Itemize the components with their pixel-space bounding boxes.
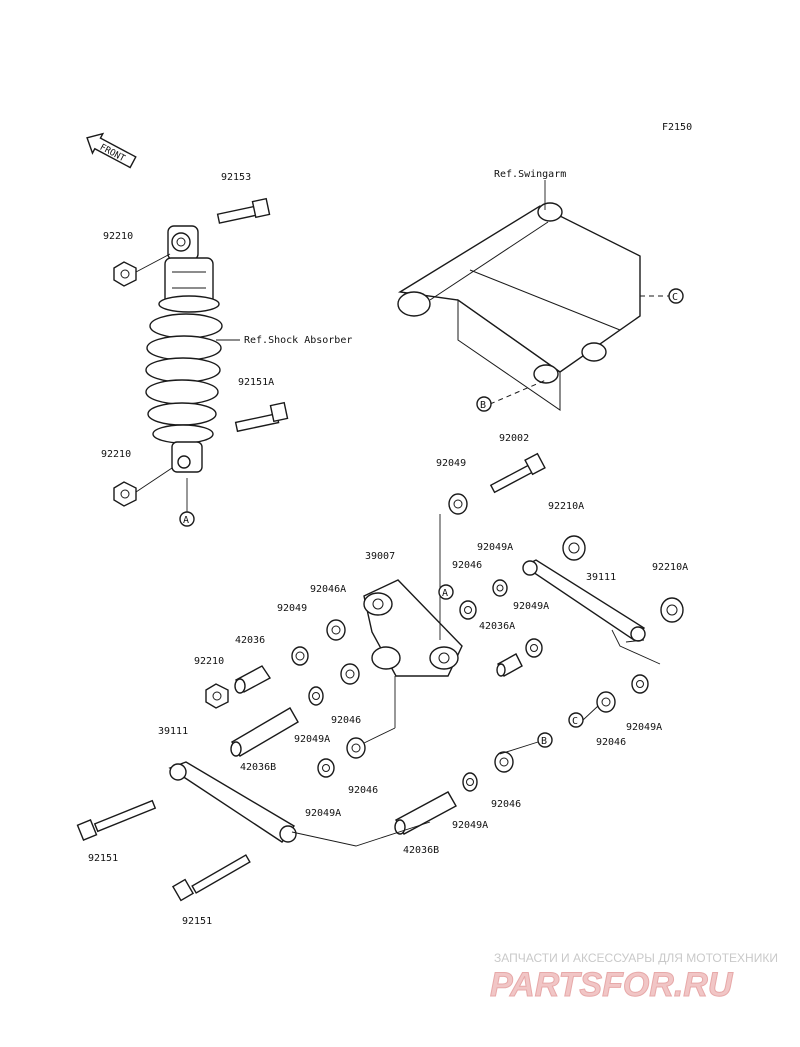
tie-rod-39111-lower	[168, 761, 297, 843]
seal-92049A-2	[525, 638, 543, 658]
callout-c-swingarm: C	[668, 288, 684, 304]
part-number: 92049	[277, 603, 307, 614]
callout-a-mid: A	[438, 584, 454, 600]
part-number: 92049	[436, 458, 466, 469]
part-number: 39007	[365, 551, 395, 562]
part-number: 92210	[194, 656, 224, 667]
svg-text:B: B	[541, 736, 547, 747]
part-number: 42036A	[479, 621, 515, 632]
bushing-92046-2	[340, 663, 360, 685]
part-number: 92153	[221, 172, 251, 183]
watermark-tagline: ЗАПЧАСТИ И АКСЕССУАРЫ ДЛЯ МОТОТЕХНИКИ	[494, 951, 778, 965]
part-number: 92049A	[513, 601, 549, 612]
rocker-arm-39007	[361, 579, 463, 745]
ref-shock-absorber-label: Ref.Shock Absorber	[244, 335, 352, 346]
part-number: 42036B	[403, 845, 439, 856]
part-number: 92046A	[310, 584, 346, 595]
figure-code: F2150	[662, 122, 692, 133]
seal-92049-left	[291, 646, 309, 666]
callout-b-linkage: B	[537, 732, 553, 748]
part-number: 92049A	[305, 808, 341, 819]
part-number: 92151A	[238, 377, 274, 388]
part-number-labels: 92153 92210 92151A 92210 92002 92049 390…	[88, 172, 688, 927]
part-number: 92046	[596, 737, 626, 748]
part-number: 39111	[586, 572, 616, 583]
callout-a-top: A	[179, 511, 195, 527]
part-number: 92002	[499, 433, 529, 444]
seal-92049A-3	[308, 686, 324, 706]
svg-text:C: C	[572, 716, 578, 727]
nut-92210A-right	[660, 597, 684, 623]
watermark-logo: PARTSFOR.RU	[490, 966, 734, 1004]
part-number: 92046	[348, 785, 378, 796]
part-number: 42036B	[240, 762, 276, 773]
part-number: 92210A	[652, 562, 688, 573]
ref-swingarm-label: Ref.Swingarm	[494, 169, 566, 180]
seal-92049A-5	[631, 674, 649, 694]
bushing-92046-5	[494, 751, 514, 773]
part-number: 92210	[101, 449, 131, 460]
callout-b-swingarm: B	[476, 396, 492, 412]
bolt-92151-lower	[171, 854, 251, 902]
seal-92049-top	[448, 493, 468, 515]
part-number: 92210	[103, 231, 133, 242]
part-number: 92151	[88, 853, 118, 864]
svg-text:C: C	[672, 292, 678, 303]
nut-92210-mid	[205, 683, 229, 709]
part-number: 92210A	[548, 501, 584, 512]
svg-text:A: A	[442, 588, 448, 599]
nut-92210-bottom	[113, 467, 173, 507]
part-number: 92049A	[477, 542, 513, 553]
front-arrow-icon: FRONT	[86, 132, 137, 169]
collar-42036B-left	[230, 707, 299, 757]
part-number: 92049A	[626, 722, 662, 733]
part-number: 92046	[331, 715, 361, 726]
part-number: 39111	[158, 726, 188, 737]
bushing-92046-3	[346, 737, 366, 759]
seal-92049A-1	[492, 579, 508, 597]
callout-c-linkage: C	[568, 712, 584, 728]
nut-92210-top	[113, 253, 171, 287]
seal-92049A-6	[462, 772, 478, 792]
bolt-92151A	[234, 401, 289, 433]
part-number: 92049A	[294, 734, 330, 745]
part-number: 92046	[491, 799, 521, 810]
shock-absorber	[145, 225, 223, 512]
bushing-92046-4	[596, 691, 616, 713]
bolt-92002	[439, 452, 546, 640]
bushing-92046-1	[459, 600, 477, 620]
shock-spring	[145, 313, 223, 444]
part-number: 42036	[235, 635, 265, 646]
collar-42036B-right	[394, 791, 457, 835]
watermark: ЗАПЧАСТИ И АКСЕССУАРЫ ДЛЯ МОТОТЕХНИКИ PA…	[490, 951, 778, 1005]
seal-92049A-4	[317, 758, 335, 778]
collar-42036A	[496, 653, 523, 677]
swingarm	[397, 180, 672, 411]
bolt-92151-upper	[76, 799, 157, 841]
part-number: 92049A	[452, 820, 488, 831]
nut-92210A-top	[562, 535, 586, 561]
svg-text:B: B	[480, 400, 486, 411]
bolt-92153	[216, 197, 271, 224]
part-number: 92151	[182, 916, 212, 927]
svg-text:A: A	[183, 515, 189, 526]
tie-rod-39111-upper	[522, 559, 646, 642]
bushing-92046A	[326, 619, 346, 641]
part-number: 92046	[452, 560, 482, 571]
collar-42036	[234, 665, 272, 694]
